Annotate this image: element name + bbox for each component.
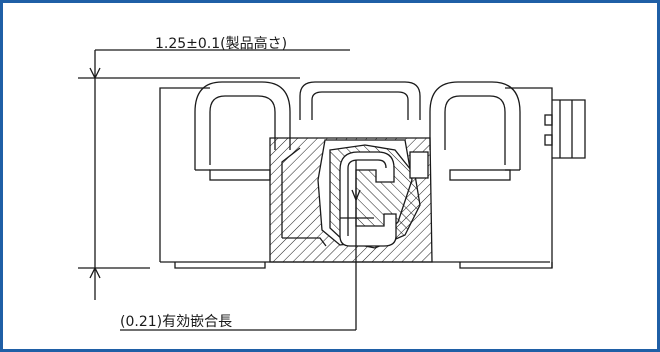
left-contact [194, 81, 291, 171]
mating-section [269, 137, 433, 263]
right-contact [429, 81, 521, 171]
height-dimension-lines [78, 49, 350, 300]
height-dimension-label: 1.25±0.1(製品高さ) [155, 36, 288, 52]
engagement-length-label: (0.21)有効嵌合長 [120, 314, 233, 330]
center-contact [299, 81, 421, 120]
engagement-length-leader [120, 160, 374, 331]
